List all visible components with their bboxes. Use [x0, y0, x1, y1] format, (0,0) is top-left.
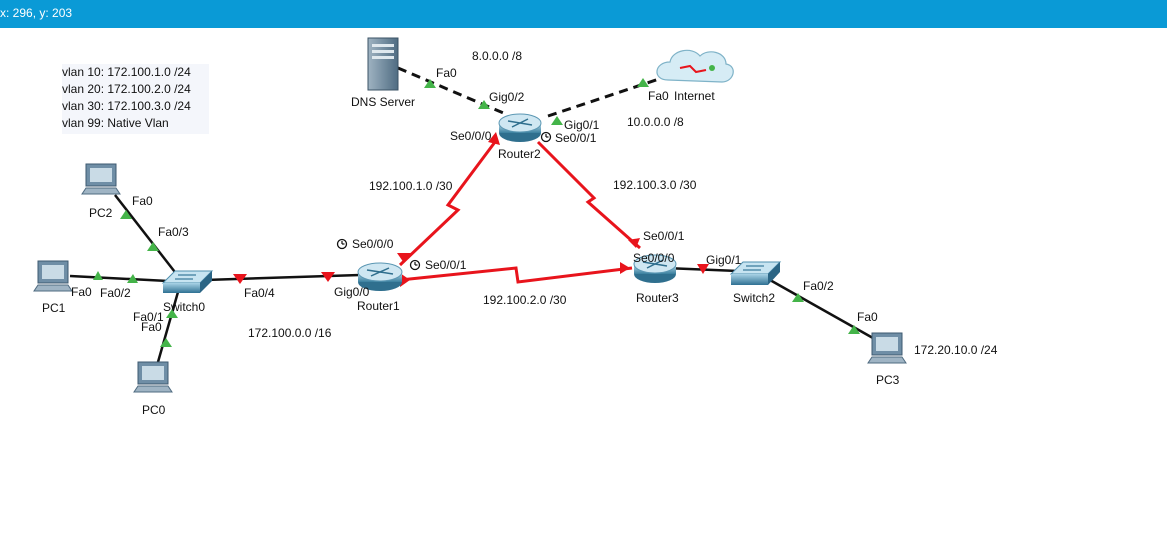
- device-label-router1: Router1: [357, 299, 400, 313]
- device-label-pc2: PC2: [89, 206, 113, 220]
- router2-icon[interactable]: [498, 113, 542, 142]
- link-router2-router1[interactable]: [398, 141, 497, 267]
- network-label: 172.20.10.0 /24: [914, 343, 998, 357]
- port-label: Gig0/1: [564, 118, 600, 132]
- port-up-icon: [120, 210, 132, 219]
- link-router2-internet[interactable]: [547, 76, 663, 118]
- port-up-icon: [551, 116, 563, 125]
- pc1-icon[interactable]: [33, 260, 73, 292]
- port-down-icon: [233, 274, 247, 284]
- top-bar: x: 296, y: 203: [0, 0, 1167, 28]
- port-label: Fa0: [71, 285, 92, 299]
- port-up-icon: [166, 309, 178, 318]
- port-down-icon: [628, 238, 640, 248]
- switch2-icon[interactable]: [729, 261, 782, 285]
- port-label: Fa0/3: [158, 225, 189, 239]
- clock-icon: [336, 238, 348, 250]
- port-down-icon: [397, 253, 411, 263]
- port-label: Fa0: [141, 320, 162, 334]
- network-label: 10.0.0.0 /8: [627, 115, 684, 129]
- links: [69, 66, 881, 363]
- port-up-icon: [792, 293, 804, 302]
- port-up-icon: [848, 325, 860, 334]
- link-switch2-pc3[interactable]: [769, 278, 881, 344]
- cloud-icon[interactable]: [656, 49, 734, 83]
- port-down-icon: [697, 264, 709, 274]
- port-up-icon: [160, 338, 172, 347]
- port-label: Fa0: [436, 66, 457, 80]
- clock-icon: [409, 259, 421, 271]
- port-label: Fa0/2: [100, 286, 131, 300]
- link-switch0-pc2[interactable]: [114, 194, 179, 277]
- link-router2-router3[interactable]: [536, 140, 641, 250]
- network-label: 192.100.3.0 /30: [613, 178, 697, 192]
- device-label-router2: Router2: [498, 147, 541, 161]
- port-down-icon: [321, 272, 335, 282]
- port-label: Fa0: [648, 89, 669, 103]
- port-label: Se0/0/1: [555, 131, 597, 145]
- router3-icon[interactable]: [633, 254, 677, 283]
- link-router1-router3[interactable]: [399, 266, 633, 284]
- link-dns-router2[interactable]: [397, 66, 509, 117]
- port-up-icon: [478, 100, 490, 109]
- network-label: 192.100.2.0 /30: [483, 293, 567, 307]
- network-label: 172.100.0.0 /16: [248, 326, 332, 340]
- device-label-switch2: Switch2: [733, 291, 775, 305]
- port-up-icon: [424, 79, 436, 88]
- coordinate-readout: x: 296, y: 203: [0, 6, 73, 20]
- port-down-icon: [400, 273, 410, 287]
- port-label: Se0/0/0: [450, 129, 492, 143]
- port-label: Fa0: [857, 310, 878, 324]
- vlan-note-box[interactable]: vlan 10: 172.100.1.0 /24 vlan 20: 172.10…: [62, 64, 209, 134]
- port-label: Fa0: [132, 194, 153, 208]
- router1-icon[interactable]: [357, 262, 403, 291]
- port-label: Gig0/1: [706, 253, 742, 267]
- link-router1-switch0[interactable]: [204, 273, 361, 282]
- port-label: Se0/0/0: [633, 251, 675, 265]
- port-label: Fa0/1: [133, 310, 164, 324]
- port-indicators: [93, 78, 860, 347]
- link-switch0-pc0[interactable]: [156, 291, 180, 363]
- port-label: Se0/0/1: [643, 229, 685, 243]
- port-down-icon: [488, 132, 500, 145]
- device-label-pc0: PC0: [142, 403, 166, 417]
- port-up-icon: [93, 271, 103, 280]
- network-label: 8.0.0.0 /8: [472, 49, 522, 63]
- device-label-internet: Internet: [674, 89, 715, 103]
- link-switch0-pc1[interactable]: [69, 274, 169, 283]
- vlan-note-line: vlan 10: 172.100.1.0 /24: [62, 65, 191, 79]
- port-up-icon: [127, 274, 138, 283]
- port-up-icon: [147, 242, 159, 251]
- switch0-icon[interactable]: [161, 270, 214, 293]
- pc2-icon[interactable]: [81, 163, 121, 195]
- port-down-icon: [620, 262, 630, 274]
- dns-server-icon[interactable]: [367, 37, 399, 91]
- port-label: Se0/0/1: [425, 258, 467, 272]
- network-label: 192.100.1.0 /30: [369, 179, 453, 193]
- port-label: Gig0/2: [489, 90, 525, 104]
- clock-icon: [540, 131, 552, 143]
- port-label: Fa0/2: [803, 279, 834, 293]
- vlan-note-line: vlan 30: 172.100.3.0 /24: [62, 99, 191, 113]
- device-label-pc3: PC3: [876, 373, 900, 387]
- device-label-switch0: Switch0: [163, 300, 205, 314]
- port-label: Gig0/0: [334, 285, 370, 299]
- pc3-icon[interactable]: [867, 332, 907, 364]
- port-label: Se0/0/0: [352, 237, 394, 251]
- port-label: Fa0/4: [244, 286, 275, 300]
- device-label-dns-server: DNS Server: [351, 95, 415, 109]
- device-label-pc1: PC1: [42, 301, 66, 315]
- device-label-router3: Router3: [636, 291, 679, 305]
- port-up-icon: [637, 78, 649, 87]
- pc0-icon[interactable]: [133, 361, 173, 393]
- vlan-note-line: vlan 99: Native Vlan: [62, 116, 169, 130]
- vlan-note-line: vlan 20: 172.100.2.0 /24: [62, 82, 191, 96]
